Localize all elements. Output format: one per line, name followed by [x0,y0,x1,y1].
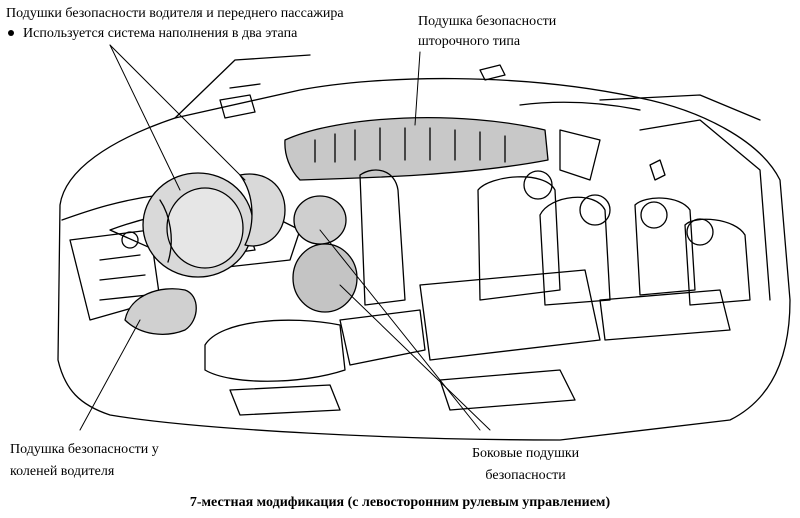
curtain-label-line1: Подушка безопасности [418,14,557,29]
driver-airbag [142,172,254,278]
passenger-airbag [239,173,286,247]
knee-label-line2: коленей водителя [10,464,115,479]
curtain-airbag-label: Подушка безопасности шторочного типа [418,12,556,52]
front-airbags-label: Подушки безопасности водителя и переднег… [6,6,344,21]
side-label-line2: безопасности [485,468,566,483]
side-airbags-label: Боковые подушки безопасности [472,443,579,487]
bullet-icon [8,29,14,36]
two-stage-text: Используется система наполнения в два эт… [23,26,298,41]
knee-airbag-label: Подушка безопасности у коленей водителя [10,439,159,483]
leader-lines [79,44,491,431]
side-label-line1: Боковые подушки [472,446,580,461]
curtain-label-line2: шторочного типа [418,34,521,49]
side-airbags [292,195,358,313]
seats [204,159,751,416]
curtain-airbag [284,117,549,181]
knee-airbag [124,288,197,335]
knee-label-line1: Подушка безопасности у [10,442,159,457]
diagram-caption: 7-местная модификация (с левосторонним р… [189,495,611,510]
two-stage-bullet: Используется система наполнения в два эт… [6,24,297,43]
